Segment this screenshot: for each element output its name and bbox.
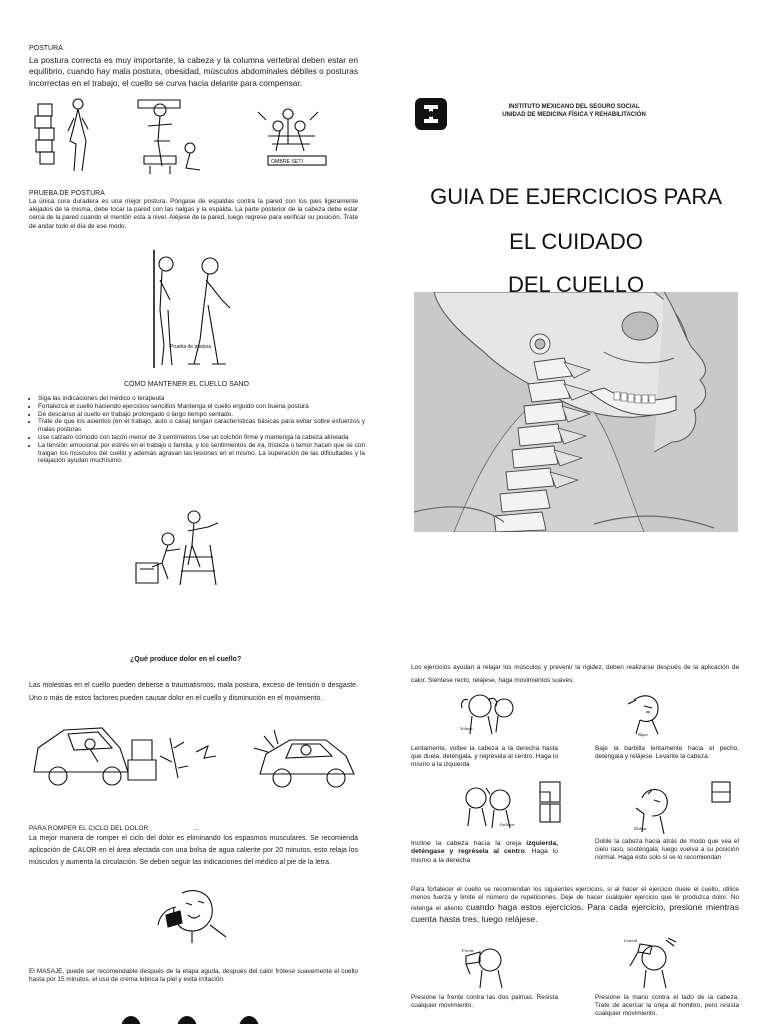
ladder-illustration <box>135 510 219 585</box>
heat-pack-illustration <box>157 890 227 943</box>
mantener-item: Siga las indicaciones del médico o terap… <box>38 395 365 403</box>
ex3-text-a: Incline la cabeza hacia la oreja <box>411 840 527 847</box>
institute-name: INSTITUTO MEXICANO DEL SEGURO SOCIAL <box>508 104 640 110</box>
ex6-text: Presione la mano contra el lado de la ca… <box>595 994 739 1018</box>
guide-title-line1: GUIA DE EJERCICIOS PARA <box>430 184 722 209</box>
mantener-item: La tensión emocional por estrés en el tr… <box>38 442 365 465</box>
exercise-bend-back-image: Doblar <box>633 781 731 835</box>
ex2-tag: Bajar <box>638 732 648 737</box>
neck-anatomy-image <box>414 292 738 532</box>
mantener-item: Dé descanso al cuello en trabajo prolong… <box>38 411 365 419</box>
ex5-tag: Frente <box>461 948 474 953</box>
exercise-press-forehead-image: Frente <box>461 948 503 989</box>
ex4-text: Doble la cabeza hacia atrás de modo que … <box>595 838 739 862</box>
mantener-heading: COMO MANTENER EL CUELLO SANO <box>124 381 249 388</box>
ex3-text-b: izquierda, deténgase y regrésela al cent… <box>411 840 558 856</box>
fortalecer-text-a: Para fortalecer el cuello se recomiendan… <box>411 886 739 913</box>
postura-text: La postura correcta es muy importante, l… <box>29 55 358 88</box>
sign-text: OMBRE SETI <box>271 159 303 165</box>
ex5-text: Presione la frente contra las dos palmas… <box>411 994 558 1010</box>
exercise-lower-chin-image: Bajar <box>627 695 659 737</box>
masaje-text: El MASAJE, puede ser recomendable despué… <box>29 968 358 984</box>
ex4-tag: Doblar <box>633 826 647 831</box>
mantener-item: Fortalezca el cuello haciendo ejercicios… <box>38 403 365 411</box>
guide-title-line2: EL CUIDADO <box>509 229 643 254</box>
romper-heading: PARA ROMPER EL CICLO DEL DOLOR <box>29 825 149 832</box>
ex6-tag: Lateral <box>623 938 638 943</box>
posture-illustrations: OMBRE SETI <box>34 98 327 174</box>
exercises-intro: Los ejercicios ayudan a relajar los músc… <box>411 664 739 684</box>
ex2-text: Baje la barbilla lentamente hacia el pec… <box>595 745 739 761</box>
institute-block: INSTITUTO MEXICANO DEL SEGURO SOCIAL UNI… <box>449 103 699 119</box>
ex3-text-c: . Haga lo mismo a la derecha <box>411 848 558 864</box>
romper-heading-row: PARA ROMPER EL CICLO DEL DOLOR ... <box>29 825 200 833</box>
imss-logo <box>415 98 447 130</box>
exercise-tilt-head-image: Inclinar <box>465 781 561 829</box>
mantener-item: Use calzado cómodo con tacón menor de 3 … <box>38 434 365 442</box>
ex3-tag: Inclinar <box>499 822 515 827</box>
fortalecer-text: Para fortalecer el cuello se recomiendan… <box>411 886 739 925</box>
prueba-heading: PRUEBA DE POSTURA <box>29 190 105 197</box>
prueba-caption: Prueba de postura <box>170 344 211 350</box>
mantener-item: Trate de que los asientos (en el trabajo… <box>38 418 365 434</box>
question-heading: ¿Qué produce dolor en el cuello? <box>130 656 242 663</box>
exercise-turn-head-image: Voltear <box>460 694 514 735</box>
unit-name: UNIDAD DE MEDICINA FÍSICA Y REHABILITACI… <box>502 112 646 118</box>
ex3-text: Incline la cabeza hacia la oreja izquier… <box>411 840 558 865</box>
ex1-text: Lentamente, voltee la cabeza a la derech… <box>411 745 558 769</box>
exercise-press-side-image: Lateral <box>623 937 677 989</box>
prueba-text: La única cura duradera es una mejor post… <box>29 198 358 230</box>
mantener-list: Siga las indicaciones del médico o terap… <box>29 395 365 465</box>
romper-text: La mejor manera de romper el ciclo del d… <box>29 835 358 866</box>
fortalecer-text-b: cuando haga estos ejercicios. Para cada … <box>411 902 739 924</box>
posture-test-illustration: Prueba de postura <box>153 250 231 368</box>
accident-illustrations <box>33 727 355 788</box>
ex1-tag: Voltear <box>460 726 473 731</box>
massage-illustrations-cropped <box>121 1016 259 1024</box>
causes-text: Las molestias en el cuello pueden debers… <box>29 682 358 702</box>
postura-heading: POSTURA. <box>29 45 65 52</box>
romper-dots: ... <box>194 825 200 832</box>
